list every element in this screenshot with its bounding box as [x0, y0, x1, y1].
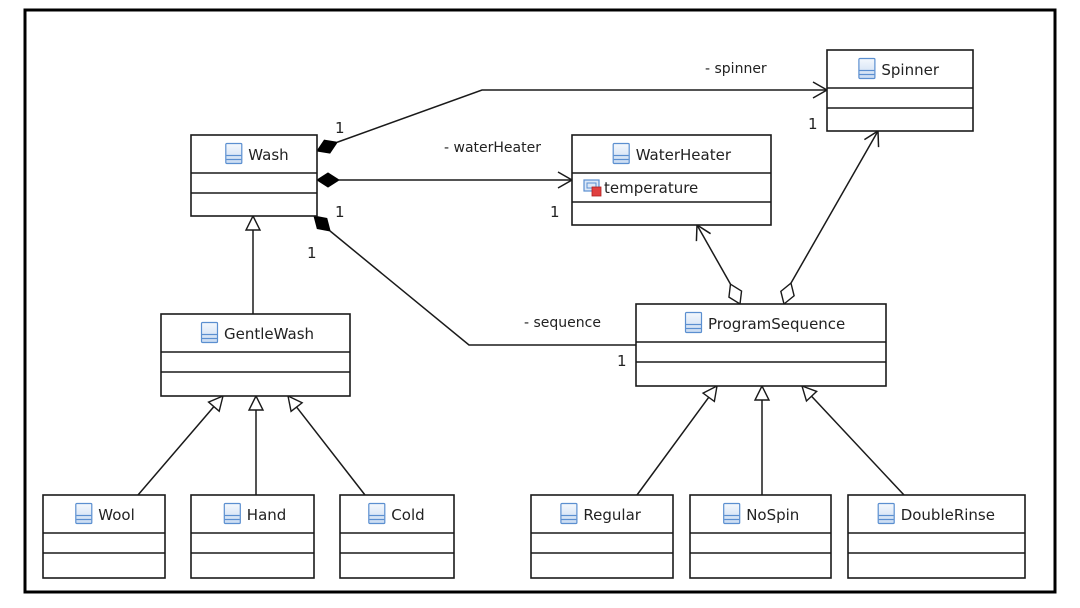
multiplicity-label: 1 [808, 115, 818, 133]
role-label: - sequence [524, 315, 601, 331]
class-spinner[interactable]: Spinner [826, 49, 974, 132]
attribute-name: temperature [604, 179, 698, 197]
class-gentlewash[interactable]: GentleWash [160, 313, 351, 397]
class-box[interactable] [42, 494, 166, 579]
class-icon [612, 142, 630, 165]
class-box[interactable] [530, 494, 674, 579]
association-line[interactable] [696, 224, 732, 285]
class-doublerinse[interactable]: DoubleRinse [847, 494, 1026, 579]
class-wool[interactable]: Wool [42, 494, 166, 579]
class-box[interactable] [339, 494, 455, 579]
generalization-line[interactable] [137, 406, 215, 496]
class-icon [200, 321, 219, 344]
class-hand[interactable]: Hand [190, 494, 315, 579]
class-box[interactable] [571, 134, 772, 226]
multiplicity-label: 1 [307, 244, 317, 262]
class-icon [225, 142, 243, 165]
private-attribute-icon [583, 179, 602, 197]
class-cold[interactable]: Cold [339, 494, 455, 579]
multiplicity-label: 1 [335, 119, 345, 137]
class-name: Wash [248, 146, 288, 164]
class-box[interactable] [847, 494, 1026, 579]
class-name: GentleWash [224, 325, 314, 343]
class-icon [368, 502, 386, 525]
class-name: ProgramSequence [708, 315, 845, 333]
association-line[interactable] [329, 230, 636, 346]
class-icon [877, 502, 895, 525]
multiplicity-label: 1 [550, 203, 560, 221]
class-box[interactable] [826, 49, 974, 132]
class-icon [223, 502, 241, 525]
generalization-line[interactable] [296, 406, 366, 496]
class-icon [75, 502, 93, 525]
class-box[interactable] [160, 313, 351, 397]
labels-layer: - spinner 1 1 - waterHeater 1 1 - sequence 1 1 [307, 61, 818, 370]
class-name: Hand [247, 506, 286, 524]
class-box[interactable] [190, 134, 318, 217]
generalization-line[interactable] [636, 396, 710, 496]
class-icon [684, 311, 703, 334]
class-name: DoubleRinse [901, 506, 995, 524]
multiplicity-label: 1 [335, 203, 345, 221]
role-label: - waterHeater [444, 140, 541, 156]
class-icon [858, 57, 876, 80]
generalization-gentlewash[interactable] [244, 214, 262, 314]
association-line[interactable] [336, 89, 827, 143]
role-label: - spinner [705, 61, 767, 77]
classes-layer: Wash WaterHeater temperature SpinnerGentleW… [42, 49, 1026, 579]
generalization-line[interactable] [811, 395, 905, 496]
class-name: WaterHeater [636, 146, 732, 164]
class-box[interactable] [635, 303, 887, 387]
generalization-triangle-icon [207, 394, 225, 413]
class-name: Regular [583, 506, 641, 524]
generalization-nospin[interactable] [753, 384, 771, 495]
class-name: NoSpin [746, 506, 799, 524]
class-nospin[interactable]: NoSpin [689, 494, 832, 579]
class-programsequence[interactable]: ProgramSequence [635, 303, 887, 387]
association-wash-sequence[interactable] [313, 215, 636, 346]
class-regular[interactable]: Regular [530, 494, 674, 579]
class-icon [723, 502, 741, 525]
class-name: Cold [391, 506, 424, 524]
class-wash[interactable]: Wash [190, 134, 318, 217]
generalization-wool[interactable] [137, 394, 225, 496]
association-line[interactable] [790, 130, 879, 284]
class-waterheater[interactable]: WaterHeater temperature [571, 134, 772, 226]
multiplicity-label: 1 [617, 352, 627, 370]
attribute-temperature[interactable]: temperature [583, 179, 698, 197]
generalization-regular[interactable] [636, 384, 718, 496]
class-name: Wool [98, 506, 134, 524]
generalization-doublerinse[interactable] [800, 384, 905, 496]
class-box[interactable] [689, 494, 832, 579]
generalization-hand[interactable] [247, 394, 265, 495]
association-seq-waterheater[interactable] [695, 223, 743, 306]
class-icon [560, 502, 578, 525]
class-box[interactable] [190, 494, 315, 579]
generalization-cold[interactable] [287, 394, 366, 496]
class-name: Spinner [881, 61, 939, 79]
